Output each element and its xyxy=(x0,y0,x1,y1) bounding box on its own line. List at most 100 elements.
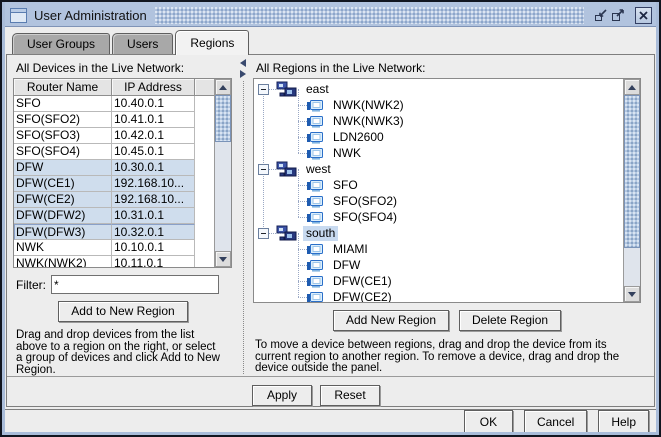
device-icon xyxy=(307,211,323,224)
device-table-row[interactable]: NWK 10.10.0.1 xyxy=(14,240,214,256)
cell-ip-address[interactable]: 10.41.0.1 xyxy=(112,112,195,128)
cell-ip-address[interactable]: 10.11.0.1 xyxy=(112,256,195,267)
cell-router-name[interactable]: SFO(SFO2) xyxy=(14,112,112,128)
cell-ip-address[interactable]: 10.40.0.1 xyxy=(112,96,195,112)
scrollbar-thumb[interactable] xyxy=(215,95,231,142)
region-tree-node[interactable]: west xyxy=(254,161,623,177)
cell-ip-address[interactable]: 10.42.0.1 xyxy=(112,128,195,144)
split-divider[interactable] xyxy=(239,55,248,376)
collapse-toggle-icon[interactable] xyxy=(258,83,269,95)
cell-router-name[interactable]: DFW(DFW3) xyxy=(14,224,112,240)
cell-ip-address[interactable]: 192.168.10... xyxy=(112,176,195,192)
device-table-row[interactable]: DFW(CE2) 192.168.10... xyxy=(14,192,214,208)
device-label[interactable]: SFO(SFO4) xyxy=(333,209,398,224)
filter-input[interactable] xyxy=(51,275,219,294)
device-label[interactable]: SFO xyxy=(333,177,358,192)
delete-region-button[interactable]: Delete Region xyxy=(459,310,562,331)
scroll-up-button[interactable] xyxy=(624,79,640,95)
close-button[interactable] xyxy=(635,6,652,24)
scroll-down-button[interactable] xyxy=(624,286,640,302)
tab-user-groups[interactable]: User Groups xyxy=(12,33,111,54)
cell-router-name[interactable]: DFW(DFW2) xyxy=(14,208,112,224)
add-new-region-button[interactable]: Add New Region xyxy=(332,310,449,331)
cell-router-name[interactable]: SFO(SFO3) xyxy=(14,128,112,144)
device-label[interactable]: MIAMI xyxy=(333,241,368,256)
device-table-row[interactable]: SFO(SFO3) 10.42.0.1 xyxy=(14,128,214,144)
title-bar[interactable]: User Administration xyxy=(5,2,656,27)
maximize-button[interactable] xyxy=(609,7,626,24)
cell-ip-address[interactable]: 10.10.0.1 xyxy=(112,240,195,256)
cell-router-name[interactable]: DFW(CE2) xyxy=(14,192,112,208)
column-header-ip-address[interactable]: IP Address xyxy=(112,79,195,96)
cell-ip-address[interactable]: 10.32.0.1 xyxy=(112,224,195,240)
device-table-row[interactable]: SFO 10.40.0.1 xyxy=(14,96,214,112)
device-tree-node[interactable]: NWK xyxy=(254,145,623,161)
cell-ip-address[interactable]: 10.45.0.1 xyxy=(112,144,195,160)
device-tree-node[interactable]: NWK(NWK2) xyxy=(254,97,623,113)
devices-table-header: Router Name IP Address xyxy=(14,79,214,96)
tab-regions[interactable]: Regions xyxy=(175,30,250,55)
device-table-row[interactable]: DFW 10.30.0.1 xyxy=(14,160,214,176)
regions-tree-scrollbar[interactable] xyxy=(623,79,640,302)
region-tree-node[interactable]: south xyxy=(254,225,623,241)
cell-ip-address[interactable]: 10.30.0.1 xyxy=(112,160,195,176)
device-tree-node[interactable]: NWK(NWK3) xyxy=(254,113,623,129)
cell-router-name[interactable]: SFO(SFO4) xyxy=(14,144,112,160)
region-label[interactable]: east xyxy=(306,81,329,96)
region-children: NWK(NWK2) NWK(NWK3) LDN2600 NWK xyxy=(254,89,623,161)
device-table-row[interactable]: SFO(SFO4) 10.45.0.1 xyxy=(14,144,214,160)
region-label[interactable]: west xyxy=(306,161,331,176)
cell-router-name[interactable]: SFO xyxy=(14,96,112,112)
device-label[interactable]: NWK(NWK2) xyxy=(333,97,404,112)
device-label[interactable]: NWK(NWK3) xyxy=(333,113,404,128)
regions-panel: All Regions in the Live Network: east NW… xyxy=(248,55,654,376)
help-button[interactable]: Help xyxy=(598,410,649,432)
tab-users[interactable]: Users xyxy=(112,33,174,54)
reset-button[interactable]: Reset xyxy=(320,385,380,406)
add-to-new-region-button[interactable]: Add to New Region xyxy=(58,301,188,322)
device-tree-node[interactable]: DFW(CE2) xyxy=(254,289,623,302)
collapse-right-arrow-icon[interactable] xyxy=(240,70,246,78)
device-tree-node[interactable]: SFO(SFO2) xyxy=(254,193,623,209)
region-tree-node[interactable]: east xyxy=(254,81,623,97)
device-tree-node[interactable]: DFW xyxy=(254,257,623,273)
cell-router-name[interactable]: DFW(CE1) xyxy=(14,176,112,192)
collapse-toggle-icon[interactable] xyxy=(258,163,269,175)
device-table-row[interactable]: SFO(SFO2) 10.41.0.1 xyxy=(14,112,214,128)
column-header-router-name[interactable]: Router Name xyxy=(14,79,112,96)
iconify-button[interactable] xyxy=(592,7,609,24)
collapse-left-arrow-icon[interactable] xyxy=(240,59,246,67)
device-table-row[interactable]: DFW(DFW3) 10.32.0.1 xyxy=(14,224,214,240)
triangle-down-icon xyxy=(628,291,636,297)
cell-ip-address[interactable]: 192.168.10... xyxy=(112,192,195,208)
device-tree-node[interactable]: DFW(CE1) xyxy=(254,273,623,289)
device-table-row[interactable]: NWK(NWK2) 10.11.0.1 xyxy=(14,256,214,267)
ok-button[interactable]: OK xyxy=(463,410,513,432)
scroll-down-button[interactable] xyxy=(215,251,231,267)
device-label[interactable]: DFW xyxy=(333,257,361,272)
cell-router-name[interactable]: NWK xyxy=(14,240,112,256)
scrollbar-thumb[interactable] xyxy=(624,95,640,248)
devices-table-scrollbar[interactable] xyxy=(214,79,231,267)
cell-router-name[interactable]: DFW xyxy=(14,160,112,176)
device-label[interactable]: LDN2600 xyxy=(333,129,384,144)
device-label[interactable]: DFW(CE1) xyxy=(333,273,392,288)
cancel-button[interactable]: Cancel xyxy=(523,410,588,432)
device-label[interactable]: SFO(SFO2) xyxy=(333,193,398,208)
device-tree-node[interactable]: SFO(SFO4) xyxy=(254,209,623,225)
collapse-toggle-icon[interactable] xyxy=(258,227,269,239)
close-icon xyxy=(639,10,648,20)
region-label[interactable]: south xyxy=(303,225,339,241)
cell-router-name[interactable]: NWK(NWK2) xyxy=(14,256,112,267)
device-label[interactable]: NWK xyxy=(333,145,361,160)
apply-button[interactable]: Apply xyxy=(252,385,312,406)
scroll-up-button[interactable] xyxy=(215,79,231,95)
cell-ip-address[interactable]: 10.31.0.1 xyxy=(112,208,195,224)
device-tree-node[interactable]: LDN2600 xyxy=(254,129,623,145)
device-tree-node[interactable]: SFO xyxy=(254,177,623,193)
device-tree-node[interactable]: MIAMI xyxy=(254,241,623,257)
device-table-row[interactable]: DFW(DFW2) 10.31.0.1 xyxy=(14,208,214,224)
device-table-row[interactable]: DFW(CE1) 192.168.10... xyxy=(14,176,214,192)
device-label[interactable]: DFW(CE2) xyxy=(333,289,392,303)
